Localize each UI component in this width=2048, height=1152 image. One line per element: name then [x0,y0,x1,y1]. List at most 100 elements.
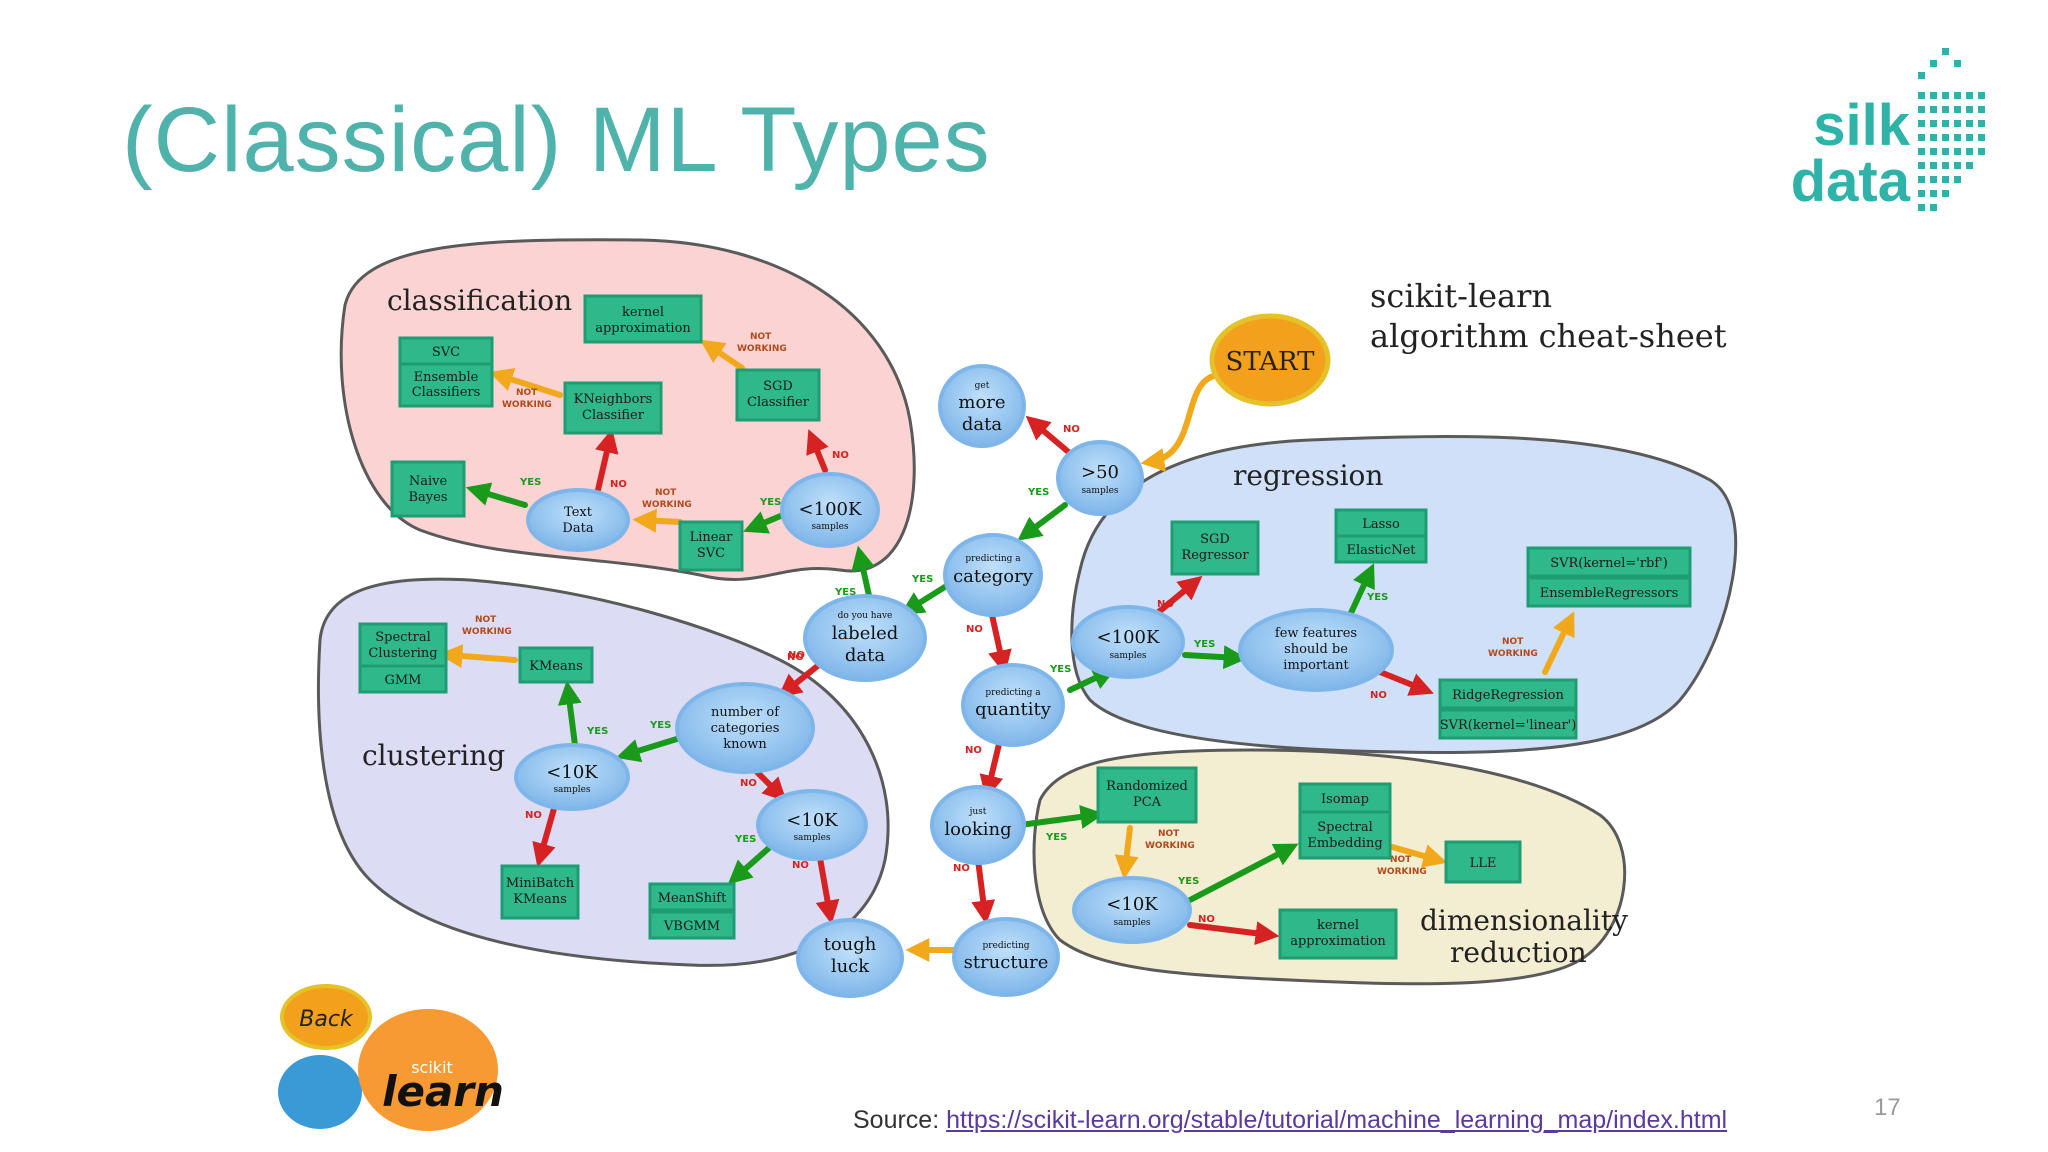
algo-ridge-regression[interactable] [1438,678,1578,710]
node-reg-100k[interactable] [1071,605,1185,679]
class-100k-small: samples [811,522,848,532]
label-yes-few: YES [1193,639,1215,650]
label-no-structure: NO [953,863,970,874]
algo-kernel-approximation-dim[interactable] [1278,908,1398,960]
label-no-minibatch: NO [525,810,542,821]
edge-10kb-no-tough [815,855,840,925]
silk-data-logo: silk data [1780,40,2020,240]
naive-1: Naive [409,474,448,489]
node-predicting-quantity[interactable] [961,663,1065,747]
label-yes-naive: YES [519,477,541,488]
back-button[interactable] [280,984,372,1050]
node-clu-10k[interactable] [514,743,630,811]
algo-ensemble-regressors[interactable] [1526,576,1692,608]
cheatsheet-title-1: scikit-learn [1370,277,1552,315]
kernel-cls-1: kernel [622,305,664,320]
algo-kmeans[interactable] [518,646,594,684]
kernel-cls-2: approximation [595,321,691,336]
node-class-100k[interactable] [780,472,880,548]
minibatch-1: MiniBatch [506,876,575,891]
edge-few-yes-lasso [1347,563,1375,618]
edge-50-no-more-data [1025,415,1075,458]
pca-1: Randomized [1106,779,1188,794]
few-features-3: important [1283,658,1349,673]
num-cat-1: number of [711,705,780,720]
node-10k-samples-b[interactable] [756,789,868,861]
edge-ridge-notworking-svr [1542,611,1575,675]
label-no-looking: NO [965,745,982,756]
labeled-big1: labeled [832,623,899,644]
label-yes-meanshift: YES [734,834,756,845]
edge-looking-no-structure [971,857,996,925]
node-gt50-samples[interactable] [1056,440,1144,516]
algo-vbgmm[interactable] [648,910,736,940]
meanshift-label: MeanShift [658,891,727,906]
edge-labeled-yes-100k [851,545,875,603]
kneighbors-1: KNeighbors [574,392,653,407]
ensemble-cls-1: Ensemble [414,370,479,385]
node-tough-luck[interactable] [796,918,904,998]
algo-spectral-embedding[interactable] [1298,810,1392,860]
edge-pca-notworking-dim10k [1114,825,1139,880]
labeled-big2: data [845,645,885,666]
node-dim-10k[interactable] [1072,876,1192,944]
spectral-emb-2: Embedding [1307,836,1382,851]
edge-linsvc-notworking-text [632,508,683,533]
node-number-of-categories[interactable] [675,682,815,774]
algo-svr-linear[interactable] [1438,708,1578,740]
algo-sgd-classifier[interactable] [735,368,821,422]
lasso-label: Lasso [1362,517,1400,532]
edge-quantity-no-looking [979,737,1004,800]
node-few-features[interactable] [1238,608,1394,692]
node-more-data[interactable] [938,364,1026,448]
algo-ensemble-classifiers[interactable] [398,362,494,408]
algo-meanshift[interactable] [648,882,736,912]
algo-gmm[interactable] [358,664,448,694]
edge-reg100k-yes-few [1182,645,1248,670]
node-just-looking[interactable] [930,785,1026,865]
sgd-reg-2: Regressor [1181,548,1249,563]
algo-sgd-regressor[interactable] [1170,520,1260,576]
label-yes-100k: YES [834,587,856,598]
kernel-dim-2: approximation [1290,934,1386,949]
category-big: category [953,566,1034,587]
num-cat-2: categories [711,721,780,736]
spectral-emb-1: Spectral [1317,820,1373,835]
svr-linear-label: SVR(kernel='linear') [1440,718,1577,733]
node-predicting-structure[interactable] [952,917,1060,997]
sklearn-logo-big: learn [382,1067,504,1116]
label-no-ridge: NO [1370,690,1387,701]
ridge-label: RidgeRegression [1452,688,1564,703]
label-yes-reg100k: YES [1049,664,1071,675]
algo-elasticnet[interactable] [1334,534,1428,564]
algo-kernel-approximation-cls[interactable] [583,294,703,344]
clu-10k-b-small: samples [793,833,830,843]
algo-naive-bayes[interactable] [390,460,466,518]
node-predicting-category[interactable] [943,533,1043,617]
source-link[interactable]: https://scikit-learn.org/stable/tutorial… [946,1106,1728,1134]
algo-svr-rbf[interactable] [1526,546,1692,578]
algo-randomized-pca[interactable] [1096,766,1198,824]
edge-50-yes-category [1017,502,1068,541]
sgd-reg-1: SGD [1200,532,1230,547]
edge-dim10k-no-kernel [1187,921,1280,946]
spectral-clu-2: Clustering [368,646,437,661]
algo-linear-svc[interactable] [678,520,744,572]
node-labeled-data[interactable] [803,594,927,682]
reg-100k-small: samples [1109,651,1146,661]
label-no-numcat: NO [787,652,804,663]
algo-minibatch-kmeans[interactable] [500,864,580,920]
node-text-data[interactable] [526,488,630,552]
edge-clu10k-no-minibatch [532,802,558,868]
algo-kneighbors-classifier[interactable] [563,381,663,435]
edge-100k-no-sgd [806,429,829,473]
algo-svc[interactable] [398,336,494,366]
start-node[interactable] [1209,313,1331,407]
algo-lle[interactable] [1444,840,1522,884]
logo-dot-grid-icon [1918,48,1985,211]
